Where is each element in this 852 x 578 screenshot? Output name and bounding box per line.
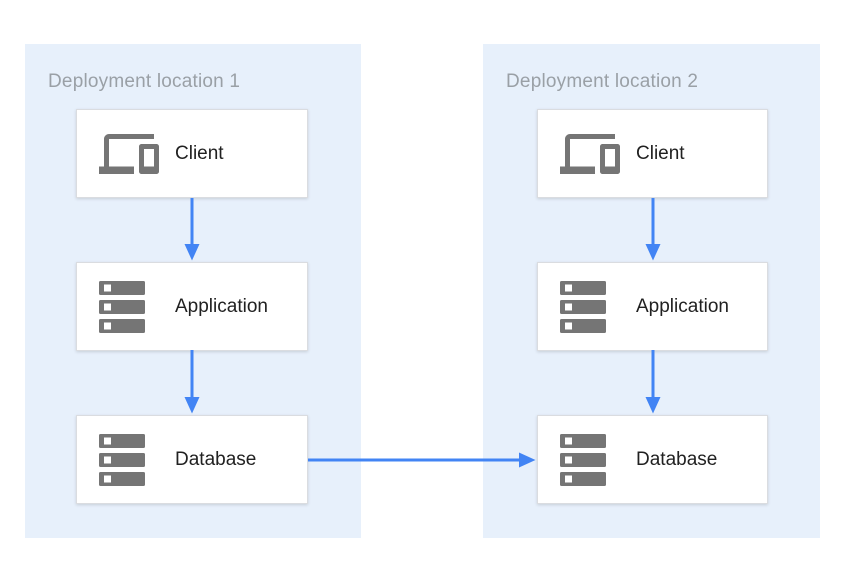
server-stack-icon — [99, 280, 159, 333]
zone-title: Deployment location 2 — [506, 71, 699, 92]
node-application: Application — [76, 262, 308, 351]
deployment-zone-1: Deployment location 1 Client A — [25, 44, 361, 538]
node-label: Database — [636, 448, 718, 470]
server-stack-icon — [560, 433, 620, 486]
deployment-zone-2: Deployment location 2 Client A — [483, 44, 820, 538]
server-stack-icon — [99, 433, 159, 486]
node-database: Database — [76, 415, 308, 504]
devices-icon — [99, 129, 159, 179]
node-client: Client — [537, 109, 768, 198]
node-label: Database — [175, 448, 257, 470]
node-database: Database — [537, 415, 768, 504]
node-label: Client — [636, 142, 685, 164]
server-stack-icon — [560, 280, 620, 333]
node-client: Client — [76, 109, 308, 198]
node-label: Client — [175, 142, 224, 164]
node-label: Application — [175, 295, 268, 317]
node-application: Application — [537, 262, 768, 351]
zone-title: Deployment location 1 — [48, 71, 241, 92]
devices-icon — [560, 129, 620, 179]
node-label: Application — [636, 295, 729, 317]
